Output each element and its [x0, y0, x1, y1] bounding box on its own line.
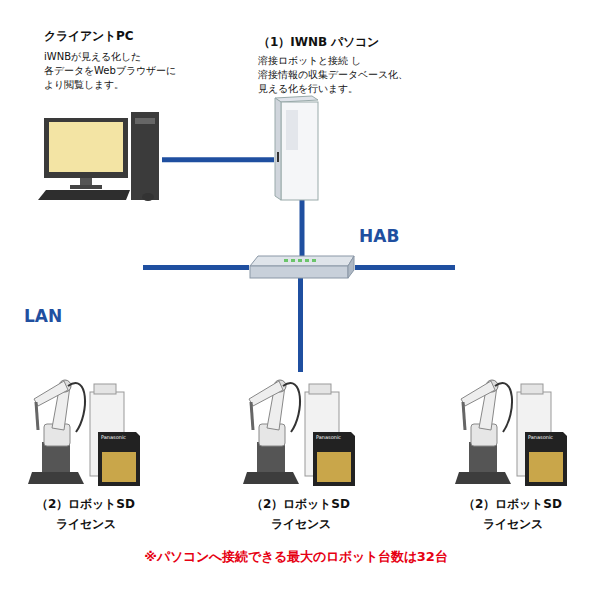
- robot-sd-license: （2）ロボットSD ライセンス: [455, 372, 570, 490]
- node-heading: HAB: [359, 226, 419, 246]
- robot-sd-license: （2）ロボットSD ライセンス: [28, 372, 143, 490]
- node-heading: （2）ロボットSD ライセンス: [243, 494, 358, 534]
- brand-label: Panasonic: [101, 434, 126, 440]
- node-heading: （1）IWNB パソコン: [258, 34, 458, 50]
- node-heading: クライアントPC: [44, 28, 204, 44]
- server-power: [277, 152, 279, 162]
- node-heading: （2）ロボットSD ライセンス: [455, 494, 570, 534]
- server-side: [275, 98, 281, 200]
- welding-robot: [243, 380, 355, 486]
- hub-top: [250, 256, 354, 266]
- server-top: [275, 96, 318, 102]
- brand-label: Panasonic: [528, 434, 553, 440]
- welding-robot: [455, 380, 567, 486]
- monitor-frame: [44, 118, 128, 178]
- welding-robot: [28, 380, 140, 486]
- network-label: LAN: [24, 306, 62, 326]
- server-front: [281, 102, 318, 200]
- pc-tower: [131, 112, 159, 200]
- lan-cable: [162, 157, 274, 162]
- drive-bay: [135, 118, 155, 124]
- keyboard: [38, 190, 130, 200]
- hub-leds: [284, 259, 316, 262]
- network-hub: HAB: [249, 256, 355, 278]
- node-description: 溶接ロボットと接続 し 溶接情報の収集データベース化、 見える化を行います。: [258, 54, 438, 96]
- lan-cable: [355, 265, 455, 270]
- hub-side: [348, 256, 354, 278]
- client-pc: クライアントPCiWNBが見える化した 各データをWebブラウザーに より閲覧し…: [38, 112, 162, 204]
- server-vent: [286, 110, 298, 150]
- note-text: ※パソコンへ接続できる最大のロボット台数は32台: [0, 548, 592, 566]
- mouse: [142, 193, 154, 201]
- lan-cable: [143, 265, 249, 270]
- node-description: iWNBが見える化した 各データをWebブラウザーに より閲覧します。: [44, 50, 194, 92]
- node-heading: （2）ロボットSD ライセンス: [28, 494, 143, 534]
- lan-cable: [300, 200, 305, 256]
- monitor-screen: [49, 122, 123, 172]
- monitor-stand: [80, 178, 92, 186]
- lan-cable: [298, 278, 303, 372]
- brand-label: Panasonic: [316, 434, 341, 440]
- monitor-foot: [70, 185, 102, 189]
- iwnb-server: （1）IWNB パソコン溶接ロボットと接続 し 溶接情報の収集データベース化、 …: [274, 96, 320, 200]
- hub-front: [250, 266, 348, 278]
- robot-sd-license: （2）ロボットSD ライセンス: [243, 372, 358, 490]
